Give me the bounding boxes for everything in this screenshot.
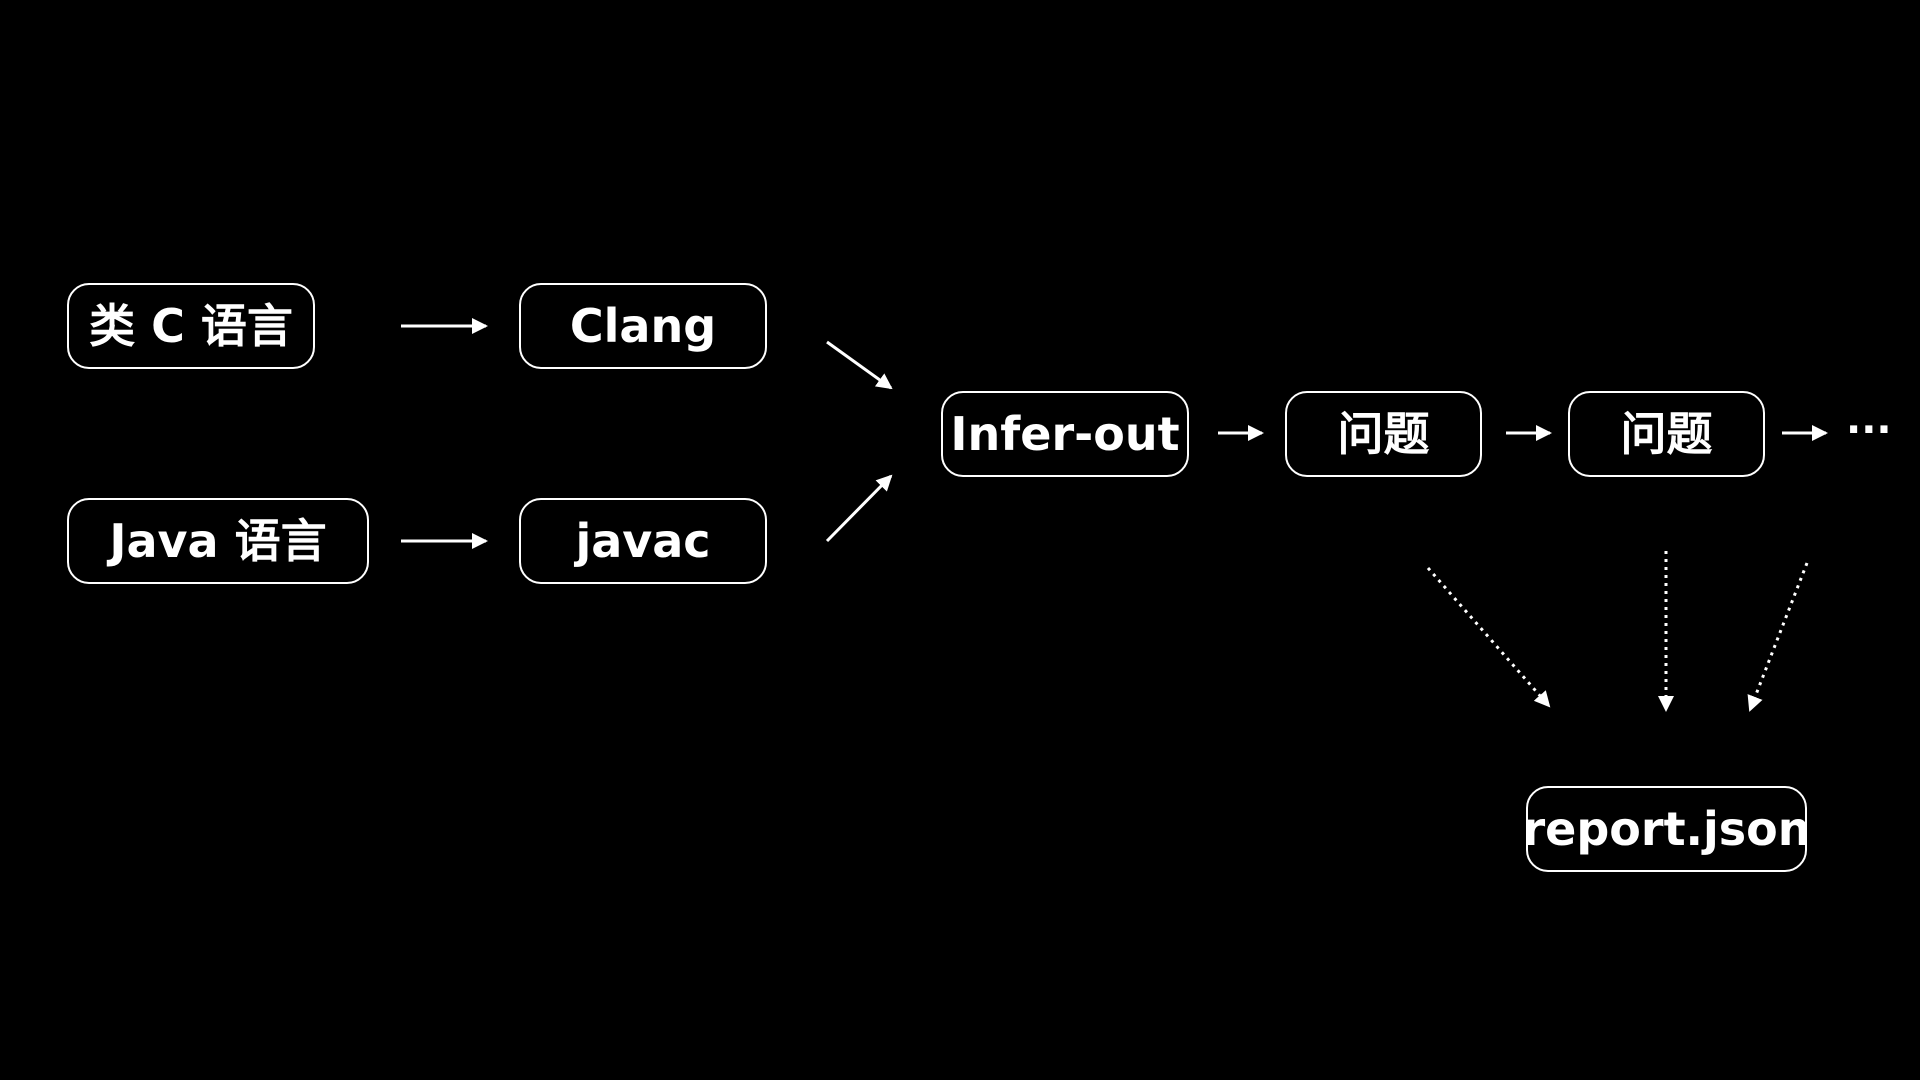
dotted-arrow-continuation-to-report <box>1747 562 1809 712</box>
node-clang: Clang <box>519 283 767 369</box>
arrow-clang-to-infer-out <box>826 340 893 390</box>
node-c-like-language: 类 C 语言 <box>67 283 315 369</box>
node-java-language: Java 语言 <box>67 498 369 584</box>
node-infer-out: Infer-out <box>941 391 1189 477</box>
dotted-arrow-issue-1-to-report <box>1426 567 1551 708</box>
node-report-json: report.json <box>1522 786 1811 872</box>
node-issue-2: 问题 <box>1568 391 1765 477</box>
continuation-ellipsis: ··· <box>1846 407 1892 453</box>
arrow-javac-to-infer-out <box>825 474 893 543</box>
node-issue-1: 问题 <box>1285 391 1482 477</box>
node-javac: javac <box>519 498 767 584</box>
